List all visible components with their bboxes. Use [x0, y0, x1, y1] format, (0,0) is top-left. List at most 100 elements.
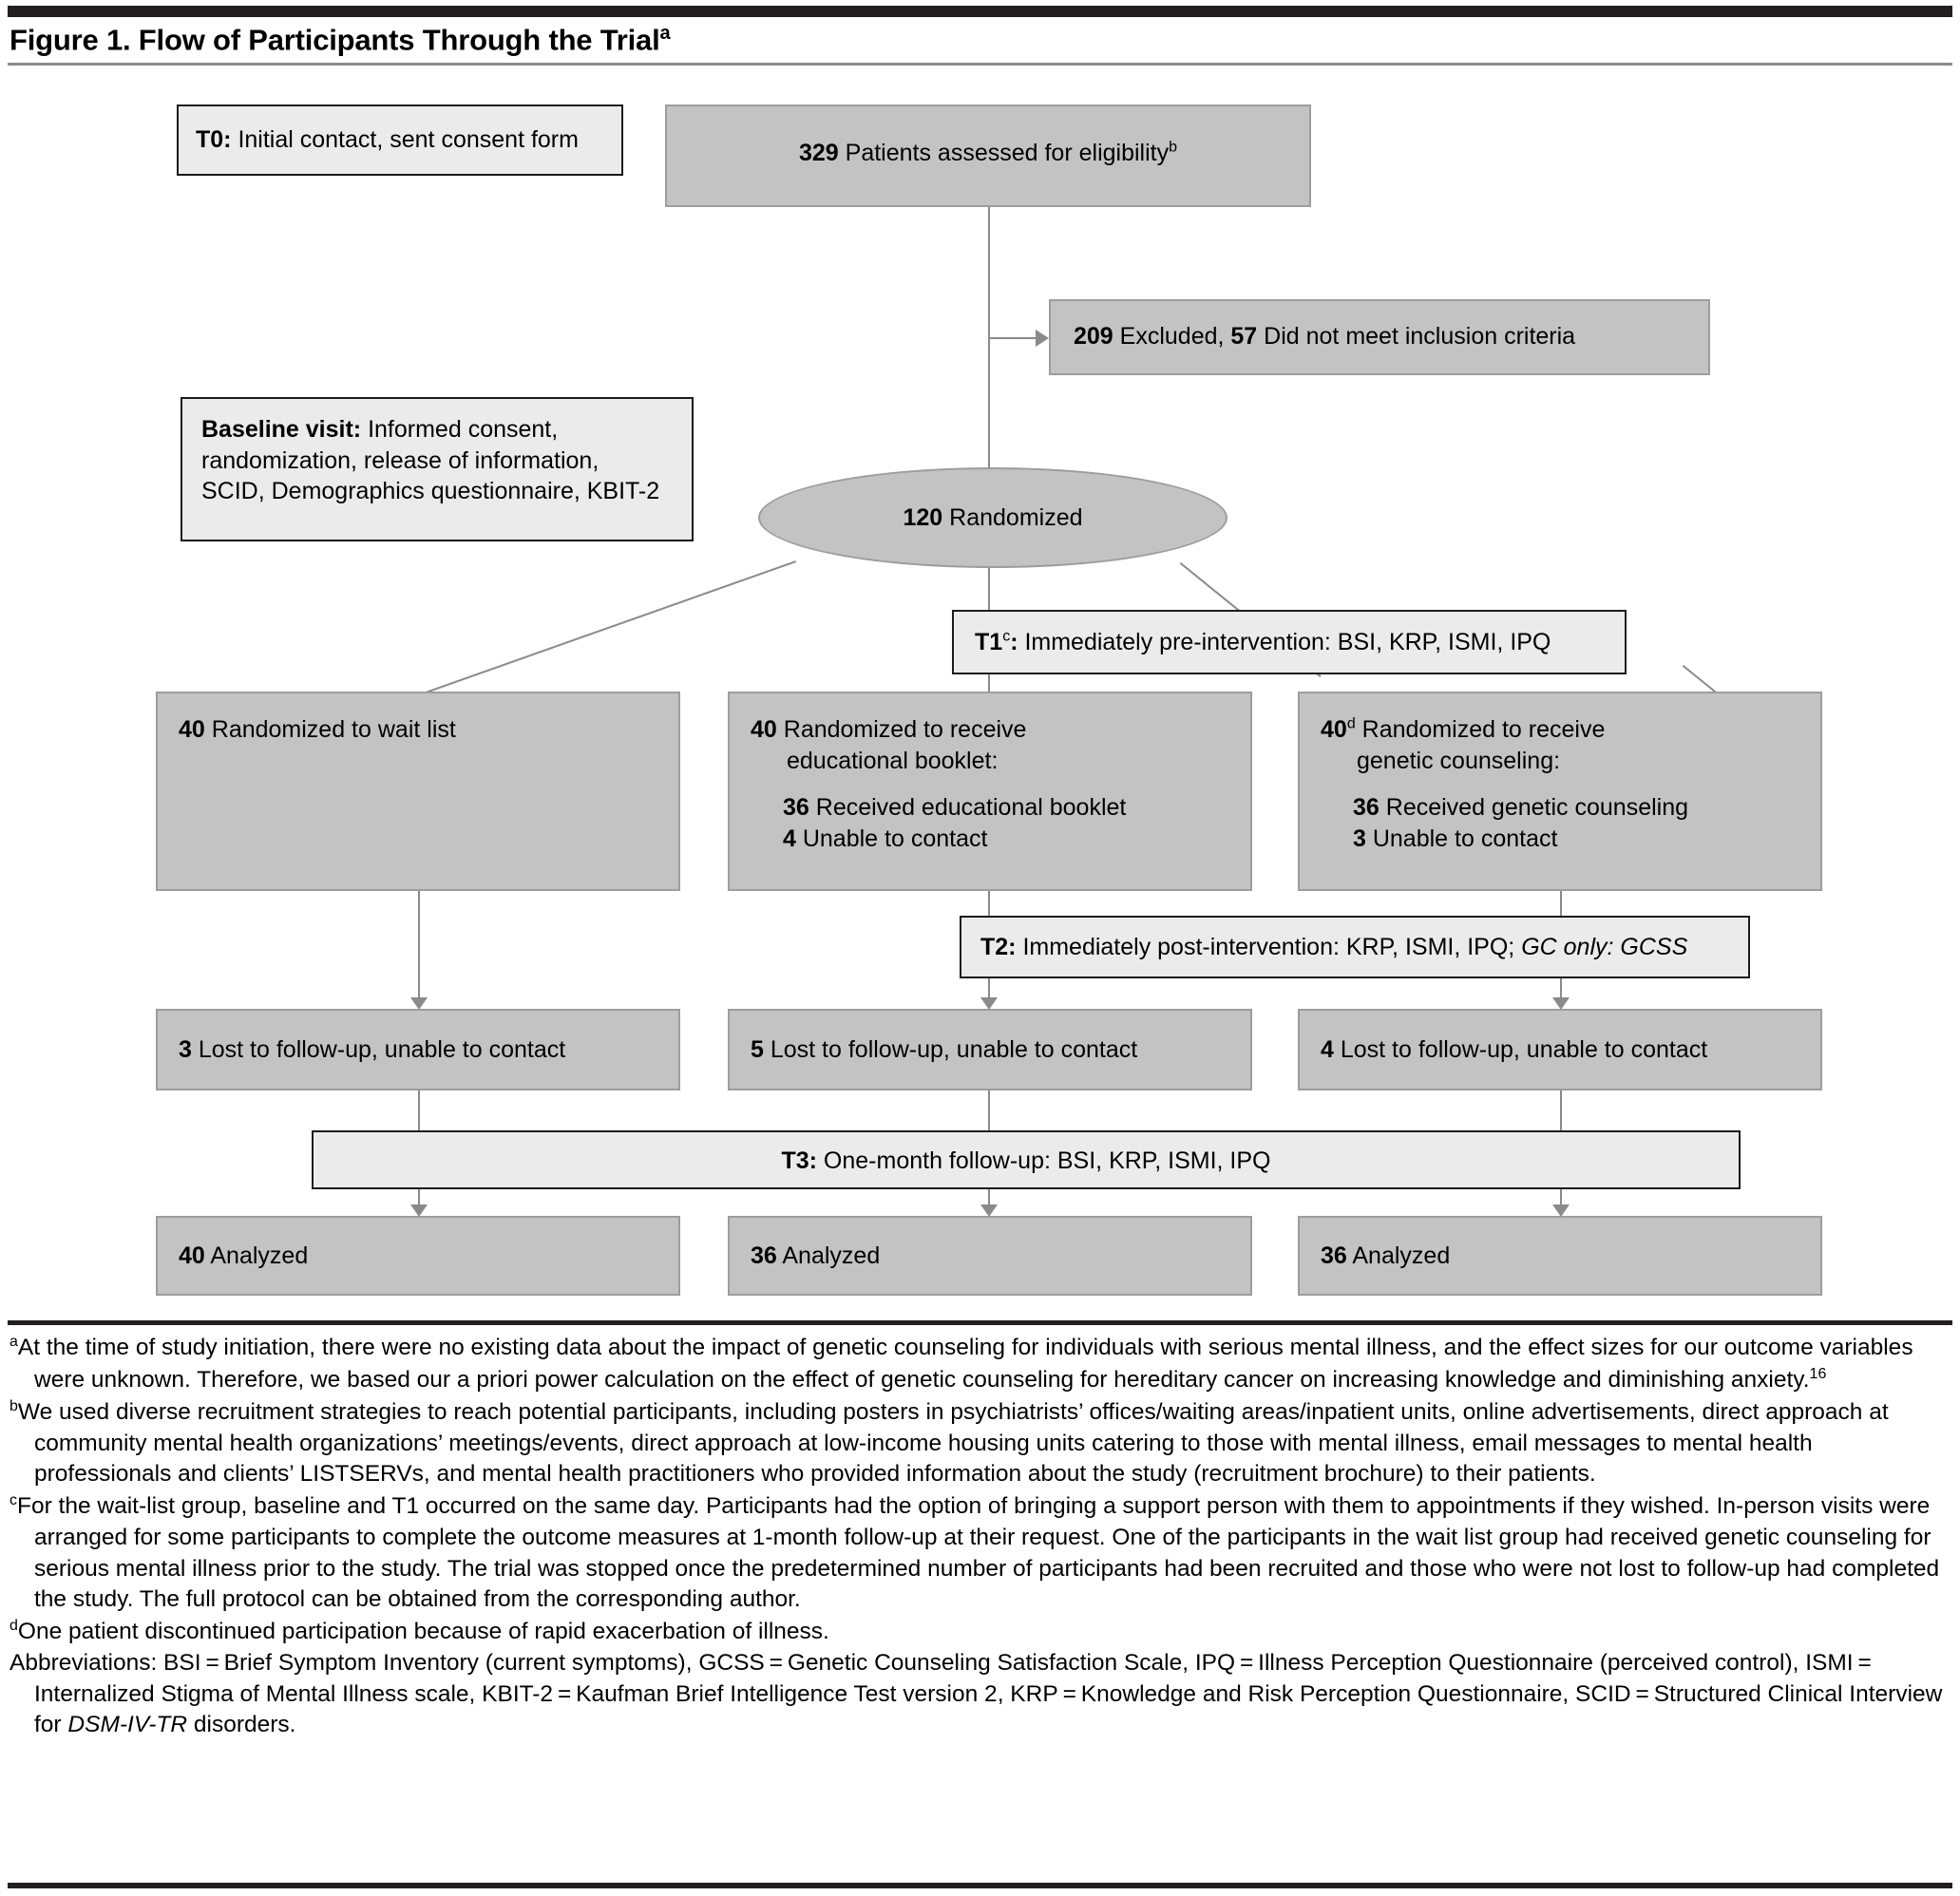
arm-booklet-count: 40 [751, 716, 777, 743]
connector-counseling-to-t2 [1560, 891, 1562, 918]
connector-assessed-to-randomized [988, 207, 990, 483]
t2-text: Immediately post-intervention: KRP, ISMI… [1016, 934, 1522, 960]
lost-counseling-text: Lost to follow-up, unable to contact [1333, 1036, 1708, 1063]
node-arm-waitlist: 40 Randomized to wait list [156, 692, 680, 891]
analyzed-booklet-text: Analyzed [776, 1242, 881, 1269]
arm-counseling-sub1-text: Received genetic counseling [1379, 794, 1689, 821]
t1-superscript: c [1002, 628, 1011, 645]
arm-waitlist-text: Randomized to wait list [204, 716, 456, 743]
footnote-d: dOne patient discontinued participation … [10, 1616, 1951, 1648]
t2-label: T2: [980, 934, 1017, 960]
analyzed-waitlist-count: 40 [179, 1242, 205, 1269]
node-baseline-visit: Baseline visit: Informed consent, random… [181, 397, 694, 541]
footnote-c-marker: c [10, 1491, 17, 1508]
lost-booklet-text: Lost to follow-up, unable to contact [763, 1036, 1138, 1063]
arrow-waitlist-to-lost-icon [410, 997, 428, 1010]
assessed-text: Patients assessed for eligibility [838, 140, 1170, 166]
footnote-d-text: One patient discontinued participation b… [17, 1619, 829, 1645]
t0-text: Initial contact, sent consent form [231, 126, 579, 153]
randomized-inner: 120 Randomized [903, 504, 1082, 532]
analyzed-counseling-count: 36 [1321, 1242, 1347, 1269]
connector-t3-to-analyzed-counseling [1560, 1187, 1562, 1210]
node-analyzed-booklet: 36 Analyzed [728, 1216, 1252, 1296]
figure-title: Figure 1. Flow of Participants Through t… [10, 23, 1625, 57]
footnote-a-reference: 16 [1809, 1365, 1827, 1382]
footnote-b: bWe used diverse recruitment strategies … [10, 1396, 1951, 1490]
baseline-line-1: Informed consent, [361, 416, 559, 443]
connector-lost-booklet-to-t3 [988, 1090, 990, 1130]
connector-t2-to-lost-counseling [1560, 978, 1562, 1009]
abbreviations-tail: disorders. [187, 1712, 296, 1738]
analyzed-counseling-text: Analyzed [1346, 1242, 1451, 1269]
arrow-to-excluded-icon [1036, 330, 1049, 347]
arm-counseling-text-2: genetic counseling: [1357, 747, 1561, 774]
footnote-b-marker: b [10, 1397, 18, 1414]
t3-text: One-month follow-up: BSI, KRP, ISMI, IPQ [816, 1147, 1271, 1174]
abbreviations: Abbreviations: BSI = Brief Symptom Inven… [10, 1648, 1951, 1741]
top-rule [8, 6, 1952, 17]
arm-counseling-sub2-text: Unable to contact [1365, 825, 1558, 852]
figure-title-text: Figure 1. Flow of Participants Through t… [10, 23, 660, 57]
arrow-t3-to-analyzed-waitlist-icon [410, 1204, 428, 1217]
arm-booklet-text-2: educational booklet: [787, 747, 999, 774]
lost-counseling-count: 4 [1321, 1036, 1334, 1063]
lost-booklet-count: 5 [751, 1036, 764, 1063]
node-t0-initial-contact: T0: Initial contact, sent consent form [177, 104, 623, 176]
arm-counseling-superscript: d [1346, 715, 1356, 732]
figure-title-superscript: a [659, 23, 671, 44]
footnote-b-text: We used diverse recruitment strategies t… [17, 1398, 1889, 1488]
excluded-text-2: Did not meet inclusion criteria [1257, 323, 1576, 350]
node-analyzed-counseling: 36 Analyzed [1298, 1216, 1822, 1296]
excluded-count: 209 [1074, 323, 1113, 350]
abbreviations-italic: DSM-IV-TR [67, 1712, 188, 1738]
title-underline-rule [8, 63, 1952, 66]
node-arm-educational-booklet: 40 Randomized to receive educational book… [728, 692, 1252, 891]
connector-t3-to-analyzed-waitlist [418, 1187, 420, 1210]
lost-waitlist-text: Lost to follow-up, unable to contact [191, 1036, 566, 1063]
assessed-count: 329 [798, 140, 839, 166]
arrow-booklet-to-lost-icon [980, 997, 998, 1010]
t1-text: Immediately pre-intervention: BSI, KRP, … [1018, 629, 1551, 655]
t3-label: T3: [781, 1147, 817, 1174]
arrow-t3-to-analyzed-counseling-icon [1552, 1204, 1570, 1217]
assessed-superscript: b [1169, 139, 1177, 156]
arm-counseling-sub1-count: 36 [1353, 794, 1380, 821]
arm-booklet-text-1: Randomized to receive [776, 716, 1027, 743]
arm-booklet-sub-1: 36 Received educational booklet [751, 792, 1233, 824]
footnote-a-marker: a [10, 1334, 18, 1350]
footnote-c-text: For the wait-list group, baseline and T1… [17, 1493, 1940, 1613]
arrow-t3-to-analyzed-booklet-icon [980, 1204, 998, 1217]
analyzed-booklet-count: 36 [751, 1242, 777, 1269]
excluded-text-1: Excluded, [1113, 323, 1231, 350]
arm-booklet-sub2-count: 4 [783, 825, 796, 852]
randomized-text: Randomized [942, 503, 1083, 531]
randomized-count: 120 [903, 503, 943, 531]
excluded-count-2: 57 [1230, 323, 1258, 350]
arm-counseling-sub-1: 36 Received genetic counseling [1321, 792, 1803, 824]
connector-lost-counseling-to-t3 [1560, 1090, 1562, 1130]
footnote-c: cFor the wait-list group, baseline and T… [10, 1490, 1951, 1616]
footnote-a-text: At the time of study initiation, there w… [17, 1335, 1913, 1394]
arm-counseling-sub-2: 3 Unable to contact [1321, 824, 1803, 855]
arm-booklet-sub1-count: 36 [783, 794, 809, 821]
footnote-d-marker: d [10, 1617, 18, 1634]
node-excluded: 209 Excluded, 57 Did not meet inclusion … [1049, 299, 1710, 375]
arm-booklet-sub1-text: Received educational booklet [809, 794, 1127, 821]
arm-booklet-sub2-text: Unable to contact [795, 825, 988, 852]
node-t3-follow-up: T3: One-month follow-up: BSI, KRP, ISMI,… [312, 1130, 1741, 1189]
arm-booklet-line-1: 40 Randomized to receive educational book… [751, 714, 1233, 776]
arm-booklet-sub-2: 4 Unable to contact [751, 824, 1233, 855]
baseline-line-3: SCID, Demographics questionnaire, KBIT-2 [201, 478, 660, 504]
abbreviations-text: Abbreviations: BSI = Brief Symptom Inven… [10, 1649, 1943, 1738]
connector-booklet-to-t2 [988, 891, 990, 918]
footnote-top-rule [8, 1320, 1952, 1325]
footnote-a: aAt the time of study initiation, there … [10, 1332, 1951, 1396]
node-analyzed-waitlist: 40 Analyzed [156, 1216, 680, 1296]
t2-text-italic: GC only: GCSS [1521, 934, 1688, 960]
node-randomized-ellipse: 120 Randomized [758, 467, 1227, 568]
footnotes-block: aAt the time of study initiation, there … [10, 1332, 1951, 1741]
arm-counseling-count: 40 [1321, 716, 1347, 743]
node-lost-booklet: 5 Lost to follow-up, unable to contact [728, 1009, 1252, 1090]
